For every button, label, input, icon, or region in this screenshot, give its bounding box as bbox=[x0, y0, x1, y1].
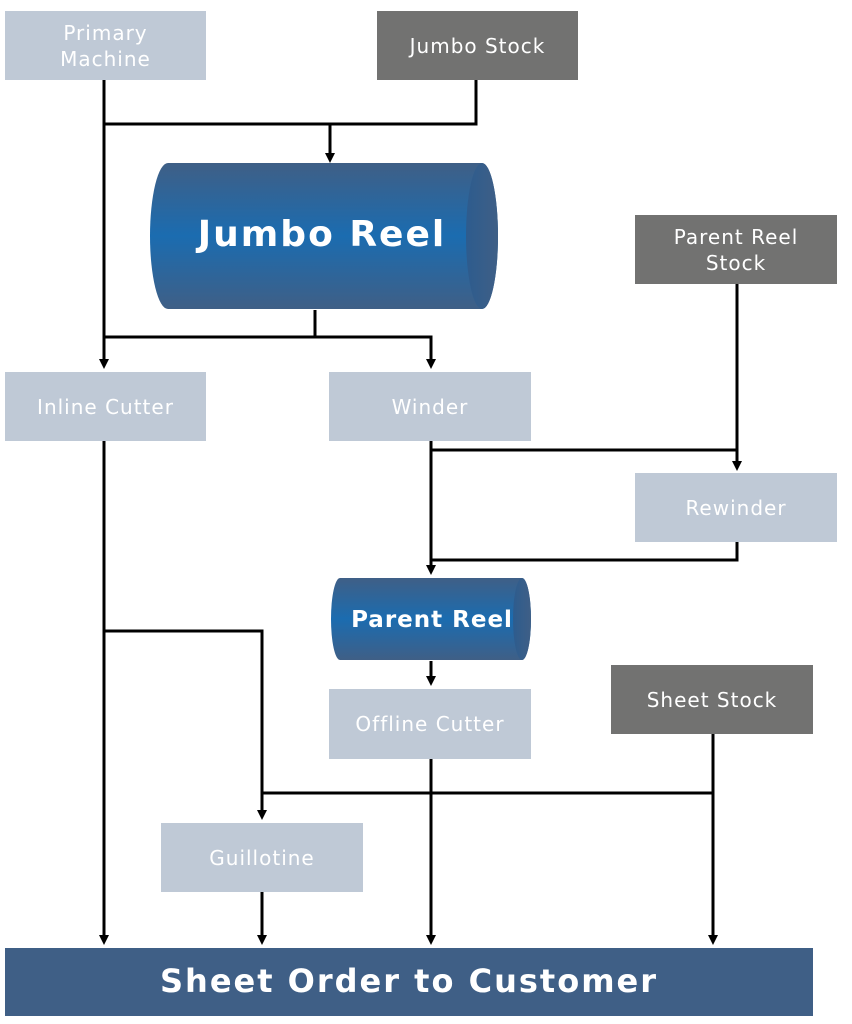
guillotine-box: Guillotine bbox=[161, 823, 363, 892]
connector-rewinder-return bbox=[431, 542, 739, 562]
guillotine-label: Guillotine bbox=[209, 845, 315, 870]
inline-cutter-box: Inline Cutter bbox=[5, 372, 206, 441]
parent-reel-label: Parent Reel bbox=[351, 607, 513, 633]
jumbo-reel: Jumbo Reel bbox=[150, 163, 498, 309]
jumbo-stock-box: Jumbo Stock bbox=[377, 11, 578, 80]
connector-to-winder bbox=[315, 335, 436, 369]
connector-jumbo-reel-down bbox=[104, 310, 317, 339]
jumbo-stock-label: Jumbo Stock bbox=[409, 33, 546, 58]
offline-cutter-label: Offline Cutter bbox=[355, 712, 505, 736]
rewinder-box: Rewinder bbox=[635, 473, 837, 542]
sheet-stock-label: Sheet Stock bbox=[646, 687, 778, 712]
parent-reel-stock-box: Parent Reel Stock bbox=[635, 215, 837, 284]
rewinder-label: Rewinder bbox=[685, 495, 787, 520]
connector-inline-to-guillotine bbox=[104, 629, 267, 820]
sheet-stock-box: Sheet Stock bbox=[611, 665, 813, 734]
jumbo-reel-label: Jumbo Reel bbox=[195, 214, 446, 255]
primary-machine-box: Primary Machine bbox=[5, 11, 206, 80]
winder-box: Winder bbox=[329, 372, 531, 441]
parent-reel-stock-label: Parent Reel Stock bbox=[673, 224, 799, 275]
sheet-order-label: Sheet Order to Customer bbox=[159, 962, 659, 1001]
offline-cutter-box: Offline Cutter bbox=[329, 689, 531, 759]
parent-reel: Parent Reel bbox=[331, 578, 531, 660]
connector-jumbo-stock bbox=[104, 80, 478, 126]
primary-machine-label: Primary Machine bbox=[60, 20, 151, 71]
inline-cutter-label: Inline Cutter bbox=[37, 394, 174, 419]
sheet-order-box: Sheet Order to Customer bbox=[5, 948, 813, 1016]
winder-label: Winder bbox=[391, 394, 469, 419]
